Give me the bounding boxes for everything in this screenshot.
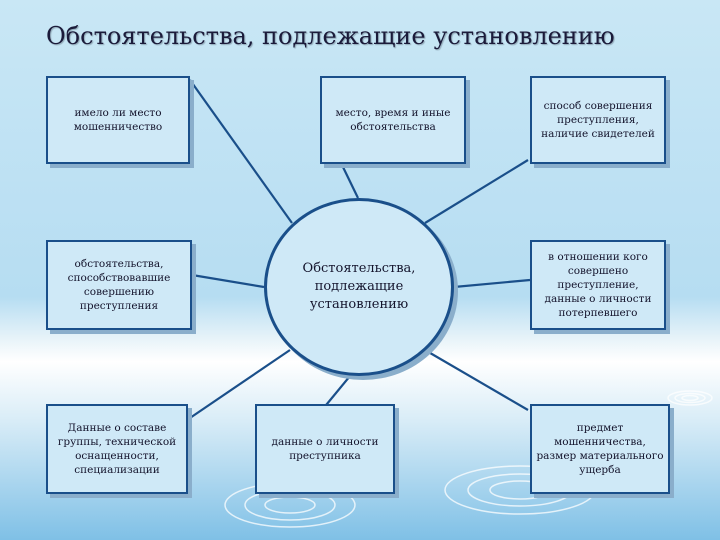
box-fraud-occurred: имело ли место мошенничество [46, 76, 190, 164]
box-label: обстоятельства, способствовавшие соверше… [67, 258, 171, 312]
connector-line [189, 79, 293, 224]
box-offender-data: данные о личности преступника [255, 404, 395, 494]
box-fraud-subject: предмет мошенничества, размер материальн… [530, 404, 670, 494]
box-place-time: место, время и иные обстоятельства [320, 76, 466, 164]
slide-title: Обстоятельства, подлежащие установлению [46, 22, 615, 50]
connector-lines [186, 79, 531, 421]
connector-line [191, 273, 265, 289]
box-contributing-circumstances: обстоятельства, способствовавшие соверше… [46, 240, 192, 330]
box-label: данные о личности преступника [271, 436, 379, 462]
box-label: Данные о составе группы, технической осн… [57, 422, 177, 476]
connector-line [453, 278, 531, 289]
box-label: имело ли место мошенничество [73, 107, 163, 133]
box-group-composition: Данные о составе группы, технической осн… [46, 404, 188, 494]
box-label: место, время и иные обстоятельства [335, 107, 451, 133]
connector-line [424, 159, 529, 224]
center-label: Обстоятельства, подлежащие установлению [302, 261, 416, 312]
box-method-witnesses: способ совершения преступления, наличие … [530, 76, 666, 164]
connector-line [341, 164, 359, 199]
connector-line [186, 349, 291, 421]
box-victim-data: в отношении кого совершено преступление,… [530, 240, 666, 330]
connector-line [424, 349, 529, 411]
box-label: способ совершения преступления, наличие … [541, 100, 655, 140]
box-label: в отношении кого совершено преступление,… [544, 251, 652, 319]
center-circle: Обстоятельства, подлежащие установлению [264, 198, 454, 376]
box-label: предмет мошенничества, размер материальн… [536, 422, 664, 476]
